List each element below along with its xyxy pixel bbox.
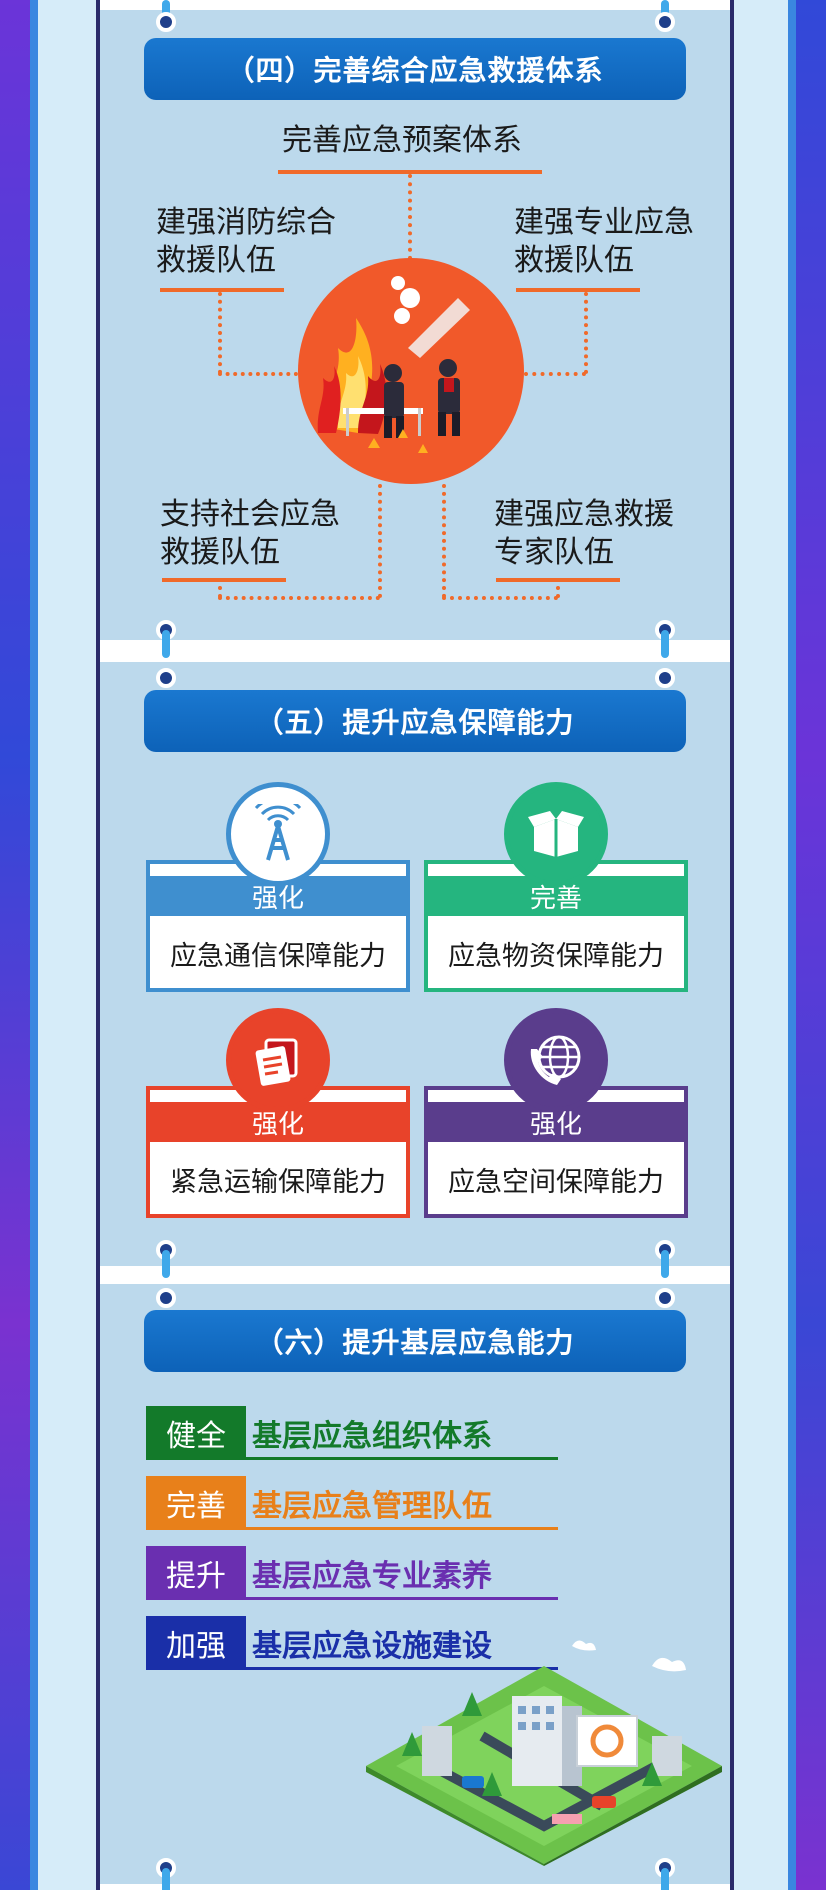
row-tag: 健全 — [146, 1406, 246, 1460]
hanger-ring — [156, 668, 176, 688]
panel-border-left — [96, 0, 100, 1890]
left-top-label-line1: 建强消防综合 — [156, 205, 336, 240]
section-five-title: （五）提升应急保障能力 — [144, 690, 686, 752]
divider-strip — [100, 0, 730, 10]
hanger-ring — [655, 12, 675, 32]
support-card-transport: 强化 紧急运输保障能力 — [146, 1086, 410, 1218]
row-text: 基层应急专业素养 — [252, 1559, 492, 1594]
connector-line — [378, 484, 382, 598]
transport-document-icon — [226, 1008, 330, 1112]
top-item-label: 完善应急预案体系 — [282, 123, 522, 158]
hanger-ring — [156, 1288, 176, 1308]
row-text: 基层应急管理队伍 — [252, 1489, 492, 1524]
signal-tower-icon — [226, 782, 330, 886]
row-tag: 提升 — [146, 1546, 246, 1600]
row-underline — [246, 1667, 558, 1670]
hanger-stick — [661, 1868, 669, 1890]
hanger-stick — [162, 1868, 170, 1890]
right-top-label-line1: 建强专业应急 — [514, 205, 694, 240]
right-rail — [730, 0, 796, 1890]
connector-line — [218, 596, 380, 600]
hanger-stick — [162, 1250, 170, 1278]
left-decor-band — [0, 0, 30, 1890]
left-top-underline — [160, 288, 284, 292]
row-underline — [246, 1457, 558, 1460]
connector-line — [556, 586, 560, 598]
row-text: 基层应急设施建设 — [252, 1629, 492, 1664]
right-decor-band — [796, 0, 826, 1890]
supply-box-icon — [504, 782, 608, 886]
card-text: 应急通信保障能力 — [170, 940, 386, 972]
connector-line — [408, 174, 412, 260]
left-bottom-label-line2: 救援队伍 — [160, 535, 280, 570]
hanger-stick — [661, 630, 669, 658]
row-tag: 完善 — [146, 1476, 246, 1530]
divider-strip — [100, 640, 730, 662]
row-underline — [246, 1527, 558, 1530]
right-top-underline — [516, 288, 640, 292]
row-tag: 加强 — [146, 1616, 246, 1670]
card-text: 紧急运输保障能力 — [170, 1166, 386, 1198]
section-six-title: （六）提升基层应急能力 — [144, 1310, 686, 1372]
left-bottom-underline — [162, 578, 286, 582]
left-rail — [30, 0, 96, 1890]
hanger-stick — [162, 0, 170, 22]
row-underline — [246, 1597, 558, 1600]
connector-line — [218, 292, 222, 374]
panel-border-right — [730, 0, 734, 1890]
hanger-ring — [156, 12, 176, 32]
divider-strip — [100, 1884, 730, 1890]
left-bottom-label-line1: 支持社会应急 — [160, 497, 340, 532]
right-bottom-underline — [496, 578, 620, 582]
right-bottom-label-line1: 建强应急救援 — [494, 497, 674, 532]
globe-phone-icon — [504, 1008, 608, 1112]
connector-line — [442, 596, 558, 600]
city-illustration — [362, 1626, 726, 1866]
hanger-ring — [655, 1288, 675, 1308]
support-card-communication: 强化 应急通信保障能力 — [146, 860, 410, 992]
firefighter-illustration — [298, 258, 524, 484]
card-text: 应急空间保障能力 — [448, 1166, 664, 1198]
top-item-underline — [278, 170, 542, 174]
card-verb: 完善 — [428, 876, 684, 916]
right-bottom-label-line2: 专家队伍 — [494, 535, 614, 570]
card-verb: 强化 — [150, 1102, 406, 1142]
divider-strip — [100, 1266, 730, 1284]
card-text: 应急物资保障能力 — [448, 940, 664, 972]
hanger-ring — [655, 668, 675, 688]
connector-line — [218, 586, 222, 598]
connector-line — [442, 484, 446, 598]
left-top-label-line2: 救援队伍 — [156, 243, 276, 278]
section-four-title: （四）完善综合应急救援体系 — [144, 38, 686, 100]
hanger-stick — [661, 1250, 669, 1278]
connector-line — [524, 372, 586, 376]
hanger-stick — [162, 630, 170, 658]
connector-line — [584, 292, 588, 374]
row-text: 基层应急组织体系 — [252, 1419, 492, 1454]
hanger-stick — [661, 0, 669, 22]
card-verb: 强化 — [428, 1102, 684, 1142]
right-top-label-line2: 救援队伍 — [514, 243, 634, 278]
connector-line — [218, 372, 298, 376]
